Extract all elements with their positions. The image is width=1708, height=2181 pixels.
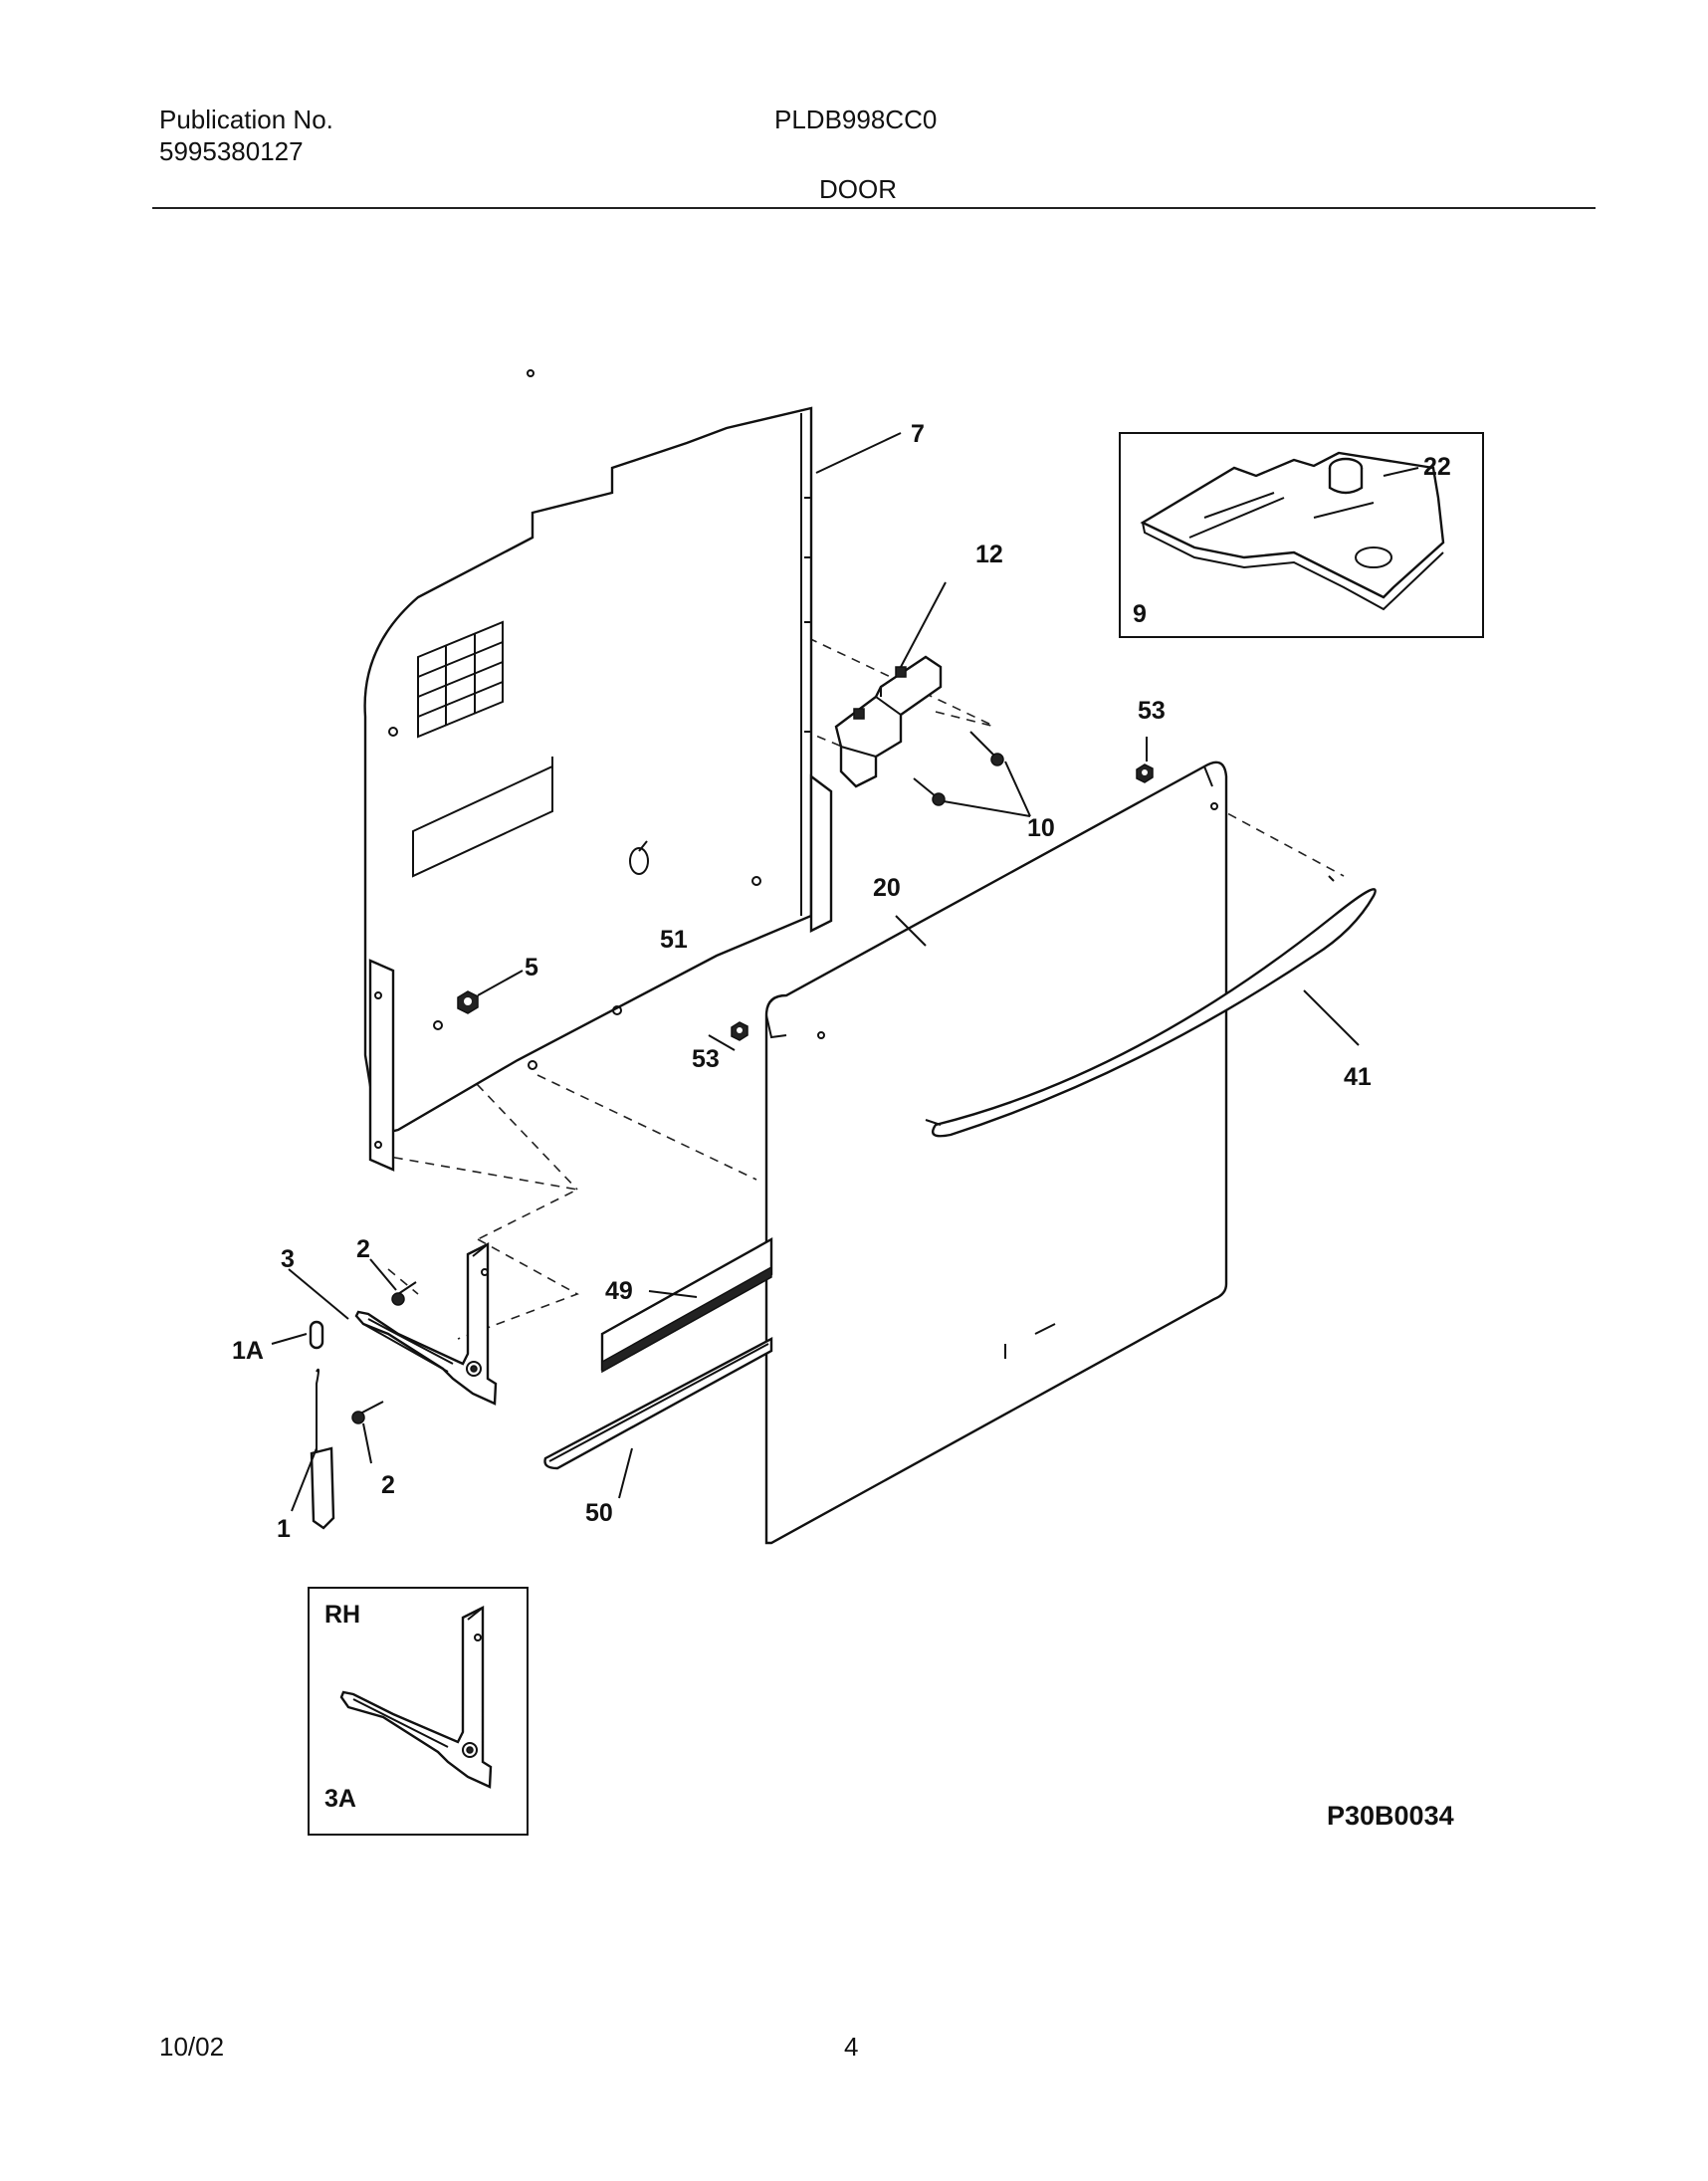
model-number: PLDB998CC0 bbox=[774, 105, 938, 134]
callout-5: 5 bbox=[525, 954, 538, 981]
publication-label: Publication No. bbox=[159, 105, 333, 134]
callout-53-top: 53 bbox=[1138, 697, 1166, 725]
callout-9: 9 bbox=[1133, 600, 1147, 628]
callout-1a: 1A bbox=[232, 1337, 264, 1365]
callout-10: 10 bbox=[1027, 814, 1055, 842]
callout-7: 7 bbox=[911, 420, 925, 448]
callout-41: 41 bbox=[1344, 1063, 1372, 1091]
header-rule bbox=[152, 207, 1596, 209]
hex-nuts bbox=[731, 763, 1154, 1041]
inner-door-panel bbox=[363, 369, 833, 1172]
callout-1: 1 bbox=[277, 1515, 291, 1543]
callout-labels: 7 12 10 53 20 51 5 53 41 22 9 3 2 1A 2 1… bbox=[232, 420, 1454, 1831]
callout-22: 22 bbox=[1423, 453, 1451, 481]
callout-51: 51 bbox=[660, 926, 688, 954]
section-title: DOOR bbox=[819, 174, 897, 204]
page-number: 4 bbox=[844, 2032, 859, 2062]
outer-door-panel bbox=[764, 761, 1228, 1545]
footer-date: 10/02 bbox=[159, 2032, 225, 2062]
inset-rh-hinge bbox=[308, 1587, 529, 1836]
callout-53-bottom: 53 bbox=[692, 1045, 720, 1073]
panel-vent-grille bbox=[417, 620, 504, 739]
inset-detergent-dispenser bbox=[1119, 432, 1484, 638]
door-handle bbox=[925, 875, 1377, 1138]
latch-screws bbox=[913, 731, 1004, 806]
callout-3a: 3A bbox=[324, 1785, 356, 1813]
drawing-code: P30B0034 bbox=[1327, 1801, 1454, 1831]
callout-2-lower: 2 bbox=[381, 1471, 395, 1499]
callout-3: 3 bbox=[281, 1245, 295, 1273]
callout-20: 20 bbox=[873, 874, 901, 902]
callout-49: 49 bbox=[605, 1277, 633, 1305]
callout-2-upper: 2 bbox=[356, 1235, 370, 1263]
inset-label-rh: RH bbox=[324, 1601, 360, 1629]
hinge-nut bbox=[457, 990, 479, 1014]
door-hinge-assembly bbox=[309, 1242, 498, 1530]
publication-number: 5995380127 bbox=[159, 136, 304, 166]
callout-leader-lines bbox=[271, 432, 1419, 1512]
callout-50: 50 bbox=[585, 1499, 613, 1527]
door-trim-strips bbox=[543, 1236, 773, 1470]
callout-12: 12 bbox=[975, 541, 1003, 568]
